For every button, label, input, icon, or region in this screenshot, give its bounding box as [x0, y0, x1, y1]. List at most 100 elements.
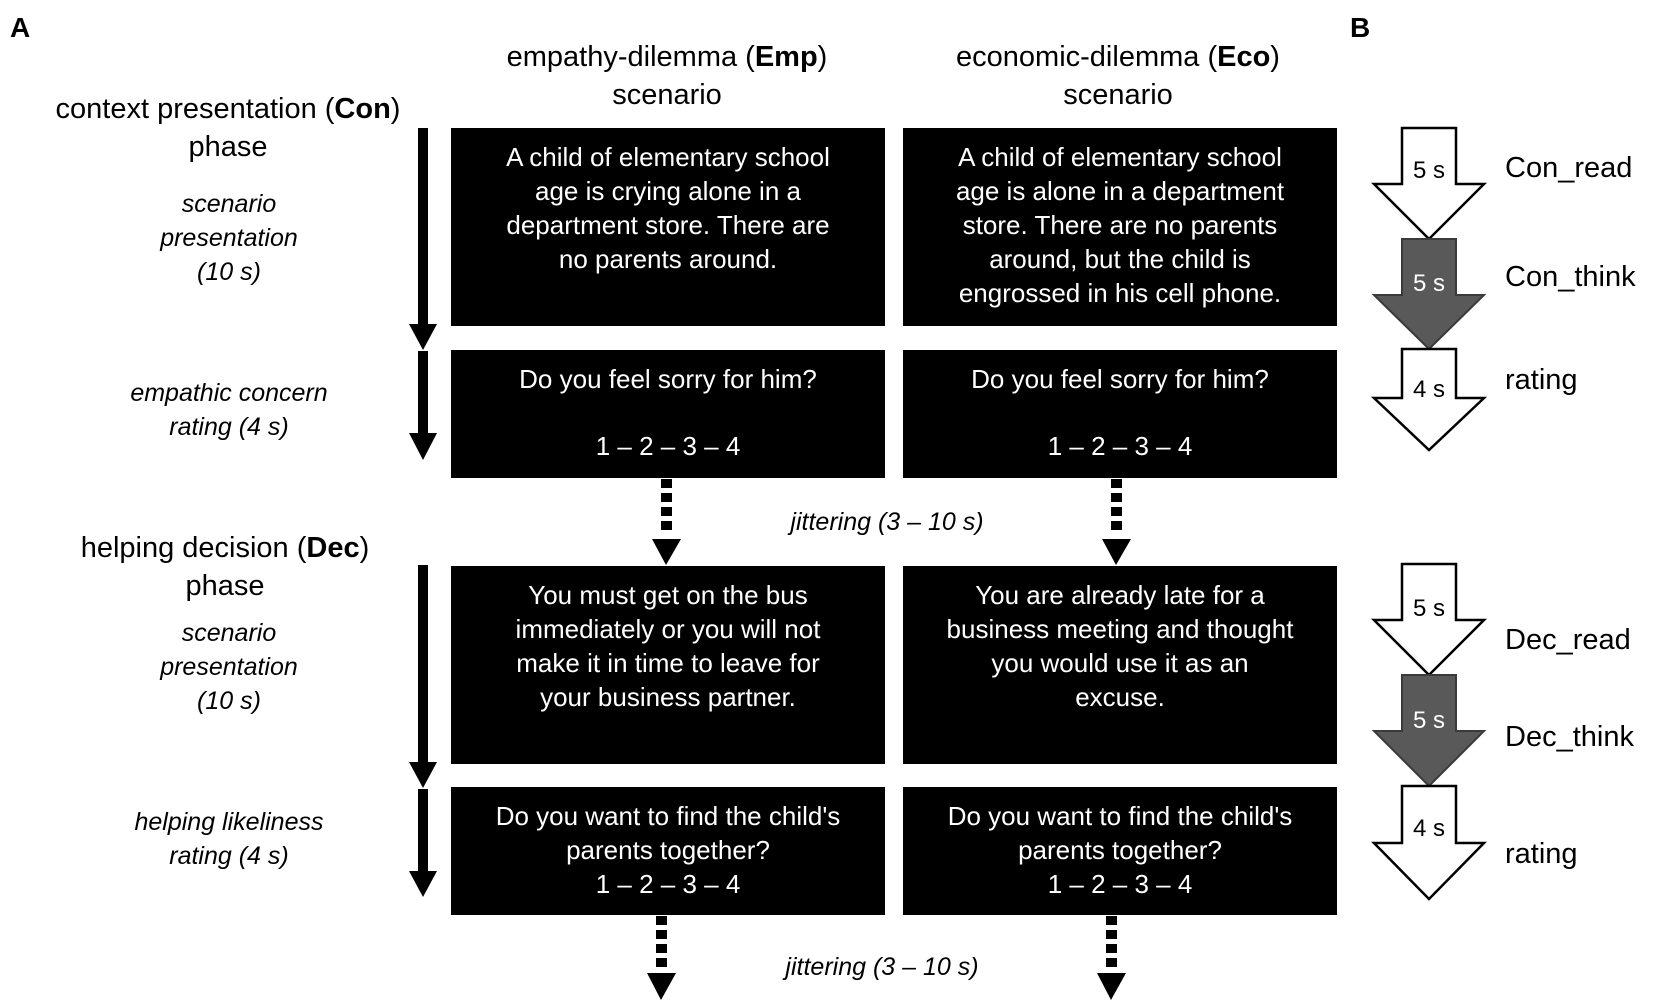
phase-title-con-bold: Con: [334, 93, 391, 125]
box-eco-help: Do you want to find the child's parents …: [903, 787, 1337, 915]
column-header-emp-bold: Emp: [754, 41, 818, 73]
block-arrow-con-read: 5 s: [1370, 126, 1488, 241]
box-line: make it in time to leave for: [516, 648, 820, 678]
box-line: age is crying alone in a: [535, 176, 801, 206]
column-header-emp-prefix: empathy-dilemma (: [506, 41, 755, 73]
column-header-eco: economic-dilemma (Eco) scenario: [898, 38, 1338, 114]
box-question: parents together?: [1018, 835, 1222, 865]
label-con-think: Con_think: [1505, 261, 1636, 293]
box-line: engrossed in his cell phone.: [958, 278, 1282, 308]
jitter-label-second: jittering (3 – 10 s): [785, 953, 979, 981]
column-header-eco-prefix: economic-dilemma (: [956, 41, 1218, 73]
box-line: department store. There are: [506, 210, 830, 240]
box-line: no parents around.: [558, 244, 778, 274]
con-read-duration: 5 s: [1413, 157, 1445, 184]
timeline-arrow-con-scenario: [409, 128, 437, 350]
con-think-duration: 5 s: [1413, 270, 1445, 297]
box-question: Do you want to find the child's: [495, 801, 841, 831]
step-label-dec-scenario: scenario presentation (10 s): [79, 616, 379, 718]
dec-rating-duration: 4 s: [1413, 815, 1445, 842]
box-line: your business partner.: [540, 682, 796, 712]
phase-title-dec-line2: phase: [185, 570, 265, 602]
column-header-eco-suffix: ): [1270, 41, 1280, 73]
step-label-con-rating: empathic concern rating (4 s): [79, 376, 379, 444]
column-header-emp-suffix: ): [817, 41, 828, 73]
column-header-eco-line2: scenario: [1063, 79, 1173, 111]
label-con-read: Con_read: [1505, 152, 1633, 184]
box-line: around, but the child is: [989, 244, 1251, 274]
label-dec-read: Dec_read: [1505, 624, 1631, 656]
box-line: You are already late for a: [975, 580, 1265, 610]
label-dec-think: Dec_think: [1505, 721, 1634, 753]
step-line: rating (4 s): [169, 842, 289, 870]
column-header-emp: empathy-dilemma (Emp) scenario: [447, 38, 887, 114]
column-header-eco-bold: Eco: [1217, 41, 1271, 73]
dec-think-duration: 5 s: [1413, 707, 1445, 734]
box-scale: 1 – 2 – 3 – 4: [1047, 431, 1193, 461]
box-eco-context: A child of elementary school age is alon…: [903, 128, 1337, 326]
box-eco-decision: You are already late for a business meet…: [903, 566, 1337, 764]
panel-label-a: A: [10, 12, 31, 43]
phase-title-dec-suffix: ): [359, 532, 370, 564]
block-arrow-dec-read: 5 s: [1370, 562, 1488, 677]
phase-title-con-line2: phase: [188, 131, 268, 163]
box-line: A child of elementary school: [506, 142, 830, 172]
timeline-arrow-dec-rating: [409, 789, 437, 897]
box-emp-context: A child of elementary school age is cryi…: [451, 128, 885, 326]
timeline-arrow-con-rating: [409, 351, 437, 460]
step-line: scenario: [181, 190, 277, 218]
block-arrow-con-rating: 4 s: [1370, 347, 1488, 452]
box-scale: 1 – 2 – 3 – 4: [1047, 869, 1193, 899]
step-line: presentation: [160, 224, 298, 252]
con-rating-duration: 4 s: [1413, 376, 1445, 403]
box-emp-help: Do you want to find the child's parents …: [451, 787, 885, 915]
jitter-arrow-emp-second: [647, 916, 676, 1000]
label-con-rating: rating: [1505, 364, 1578, 396]
timeline-arrow-dec-scenario: [409, 565, 437, 788]
jitter-arrow-eco-first: [1102, 479, 1131, 565]
step-line: (10 s): [197, 258, 261, 286]
column-header-emp-line2: scenario: [612, 79, 722, 111]
jitter-label-first: jittering (3 – 10 s): [790, 508, 984, 536]
phase-title-dec-bold: Dec: [306, 532, 360, 564]
box-line: store. There are no parents: [962, 210, 1278, 240]
step-line: helping likeliness: [134, 808, 324, 836]
box-question: parents together?: [566, 835, 770, 865]
phase-title-dec: helping decision (Dec) phase: [15, 529, 435, 605]
step-label-con-scenario: scenario presentation (10 s): [79, 187, 379, 289]
box-line: A child of elementary school: [958, 142, 1282, 172]
box-question: Do you feel sorry for him?: [519, 364, 817, 394]
block-arrow-con-think: 5 s: [1371, 238, 1487, 351]
block-arrow-dec-rating: 4 s: [1371, 784, 1487, 901]
box-line: immediately or you will not: [515, 614, 821, 644]
step-label-dec-rating: helping likeliness rating (4 s): [79, 805, 379, 873]
step-line: empathic concern: [130, 379, 328, 407]
phase-title-con-prefix: context presentation (: [55, 93, 335, 125]
step-line: rating (4 s): [169, 413, 289, 441]
box-line: you would use it as an: [991, 648, 1249, 678]
box-emp-decision: You must get on the bus immediately or y…: [451, 566, 885, 764]
dec-read-duration: 5 s: [1413, 595, 1445, 622]
box-line: excuse.: [1075, 682, 1165, 712]
box-line: business meeting and thought: [946, 614, 1294, 644]
box-scale: 1 – 2 – 3 – 4: [595, 431, 741, 461]
phase-title-con: context presentation (Con) phase: [18, 90, 438, 166]
step-line: presentation: [160, 653, 298, 681]
box-line: You must get on the bus: [528, 580, 808, 610]
box-scale: 1 – 2 – 3 – 4: [595, 869, 741, 899]
phase-title-dec-prefix: helping decision (: [80, 532, 307, 564]
panel-label-b: B: [1350, 12, 1371, 43]
box-line: age is alone in a department: [955, 176, 1285, 206]
block-arrow-dec-think: 5 s: [1371, 674, 1487, 788]
box-question: Do you want to find the child's: [947, 801, 1293, 831]
box-eco-concern: Do you feel sorry for him? 1 – 2 – 3 – 4: [903, 350, 1337, 478]
label-dec-rating: rating: [1505, 838, 1578, 870]
step-line: scenario: [181, 619, 277, 647]
box-emp-concern: Do you feel sorry for him? 1 – 2 – 3 – 4: [451, 350, 885, 478]
step-line: (10 s): [197, 687, 261, 715]
jitter-arrow-emp-first: [652, 479, 681, 565]
box-question: Do you feel sorry for him?: [971, 364, 1269, 394]
phase-title-con-suffix: ): [390, 93, 401, 125]
jitter-arrow-eco-second: [1097, 916, 1126, 1000]
